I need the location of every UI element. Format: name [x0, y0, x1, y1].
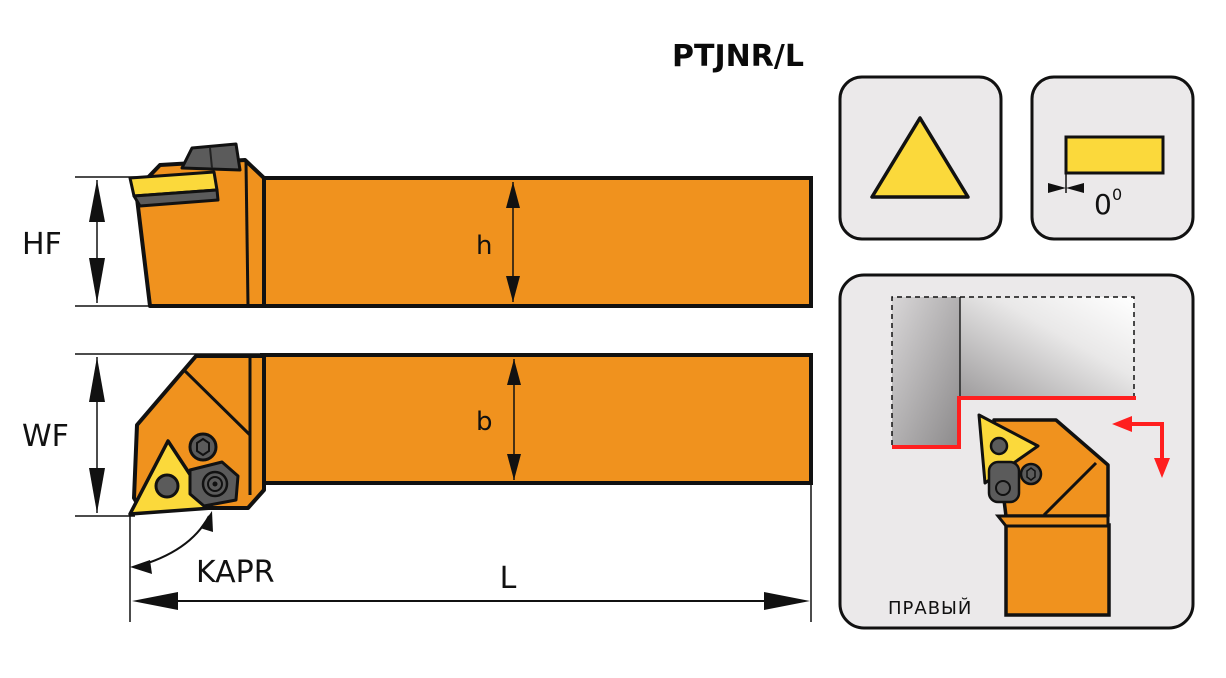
side-view: HF h: [22, 142, 813, 308]
hand-hex-socket: [1026, 467, 1036, 481]
clearance-angle-icon: [1064, 135, 1165, 175]
head-side-seam: [244, 161, 250, 307]
workpiece-left: [892, 297, 960, 445]
l-arrow-left: [132, 592, 178, 610]
hex-socket: [196, 437, 210, 457]
b-arrow-down: [507, 454, 521, 480]
hand-holder-bevel: [1042, 461, 1098, 517]
workpiece-outline: [891, 296, 1135, 445]
insert-shape-panel: [838, 75, 1003, 241]
hand-holder-neck: [994, 514, 1110, 528]
hand-label: ПРАВЫЙ: [888, 597, 972, 619]
cut-profile: [892, 396, 1136, 449]
l-label: L: [500, 561, 517, 596]
shank-top: [260, 353, 813, 485]
h-arrow-up: [506, 182, 520, 208]
hand-insert-screw: [989, 436, 1009, 456]
h-arrow-down: [506, 276, 520, 302]
clearance-arrow-right: [1066, 183, 1084, 193]
hand-hex-screw: [1019, 462, 1043, 486]
feed-arrow-left-icon: [1112, 416, 1132, 432]
hand-holder-shank: [1004, 523, 1111, 617]
clamp-side-detail: [209, 147, 213, 169]
wf-label: WF: [22, 419, 69, 454]
hand-clamp-screw: [995, 480, 1011, 496]
clamp-screw-inner: [207, 476, 223, 492]
kapr-arrow-start: [130, 560, 152, 574]
kapr-label: KAPR: [196, 555, 275, 590]
hf-arrow-down: [89, 258, 105, 303]
b-arrow-up: [507, 359, 521, 385]
shank-side: [260, 176, 813, 308]
clearance-panel: 0 0: [1030, 75, 1195, 241]
workpiece-right: [960, 297, 1134, 397]
head-top-bevel: [182, 368, 252, 437]
hf-arrow-up: [89, 180, 105, 222]
wf-arrow-down: [89, 468, 105, 513]
clearance-arrow-left: [1048, 183, 1066, 193]
h-label: h: [476, 231, 492, 261]
shim-side: [132, 188, 220, 208]
feed-arrow-down-icon: [1154, 458, 1170, 478]
clamp-screw-center: [212, 481, 218, 487]
clearance-angle-degree: 0: [1112, 185, 1122, 204]
l-arrow-right: [764, 592, 810, 610]
clearance-angle-value: 0: [1094, 188, 1112, 221]
wf-arrow-up: [89, 357, 105, 402]
hf-label: HF: [22, 227, 62, 262]
model-title: PTJNR/L: [672, 39, 804, 74]
b-label: b: [476, 407, 493, 437]
insert-screw: [154, 473, 180, 499]
triangle-insert-icon: [870, 116, 970, 199]
top-view: WF b KAPR L: [22, 353, 813, 622]
kapr-arrow-end: [200, 511, 213, 532]
hand-panel: ПРАВЫЙ: [838, 273, 1195, 630]
